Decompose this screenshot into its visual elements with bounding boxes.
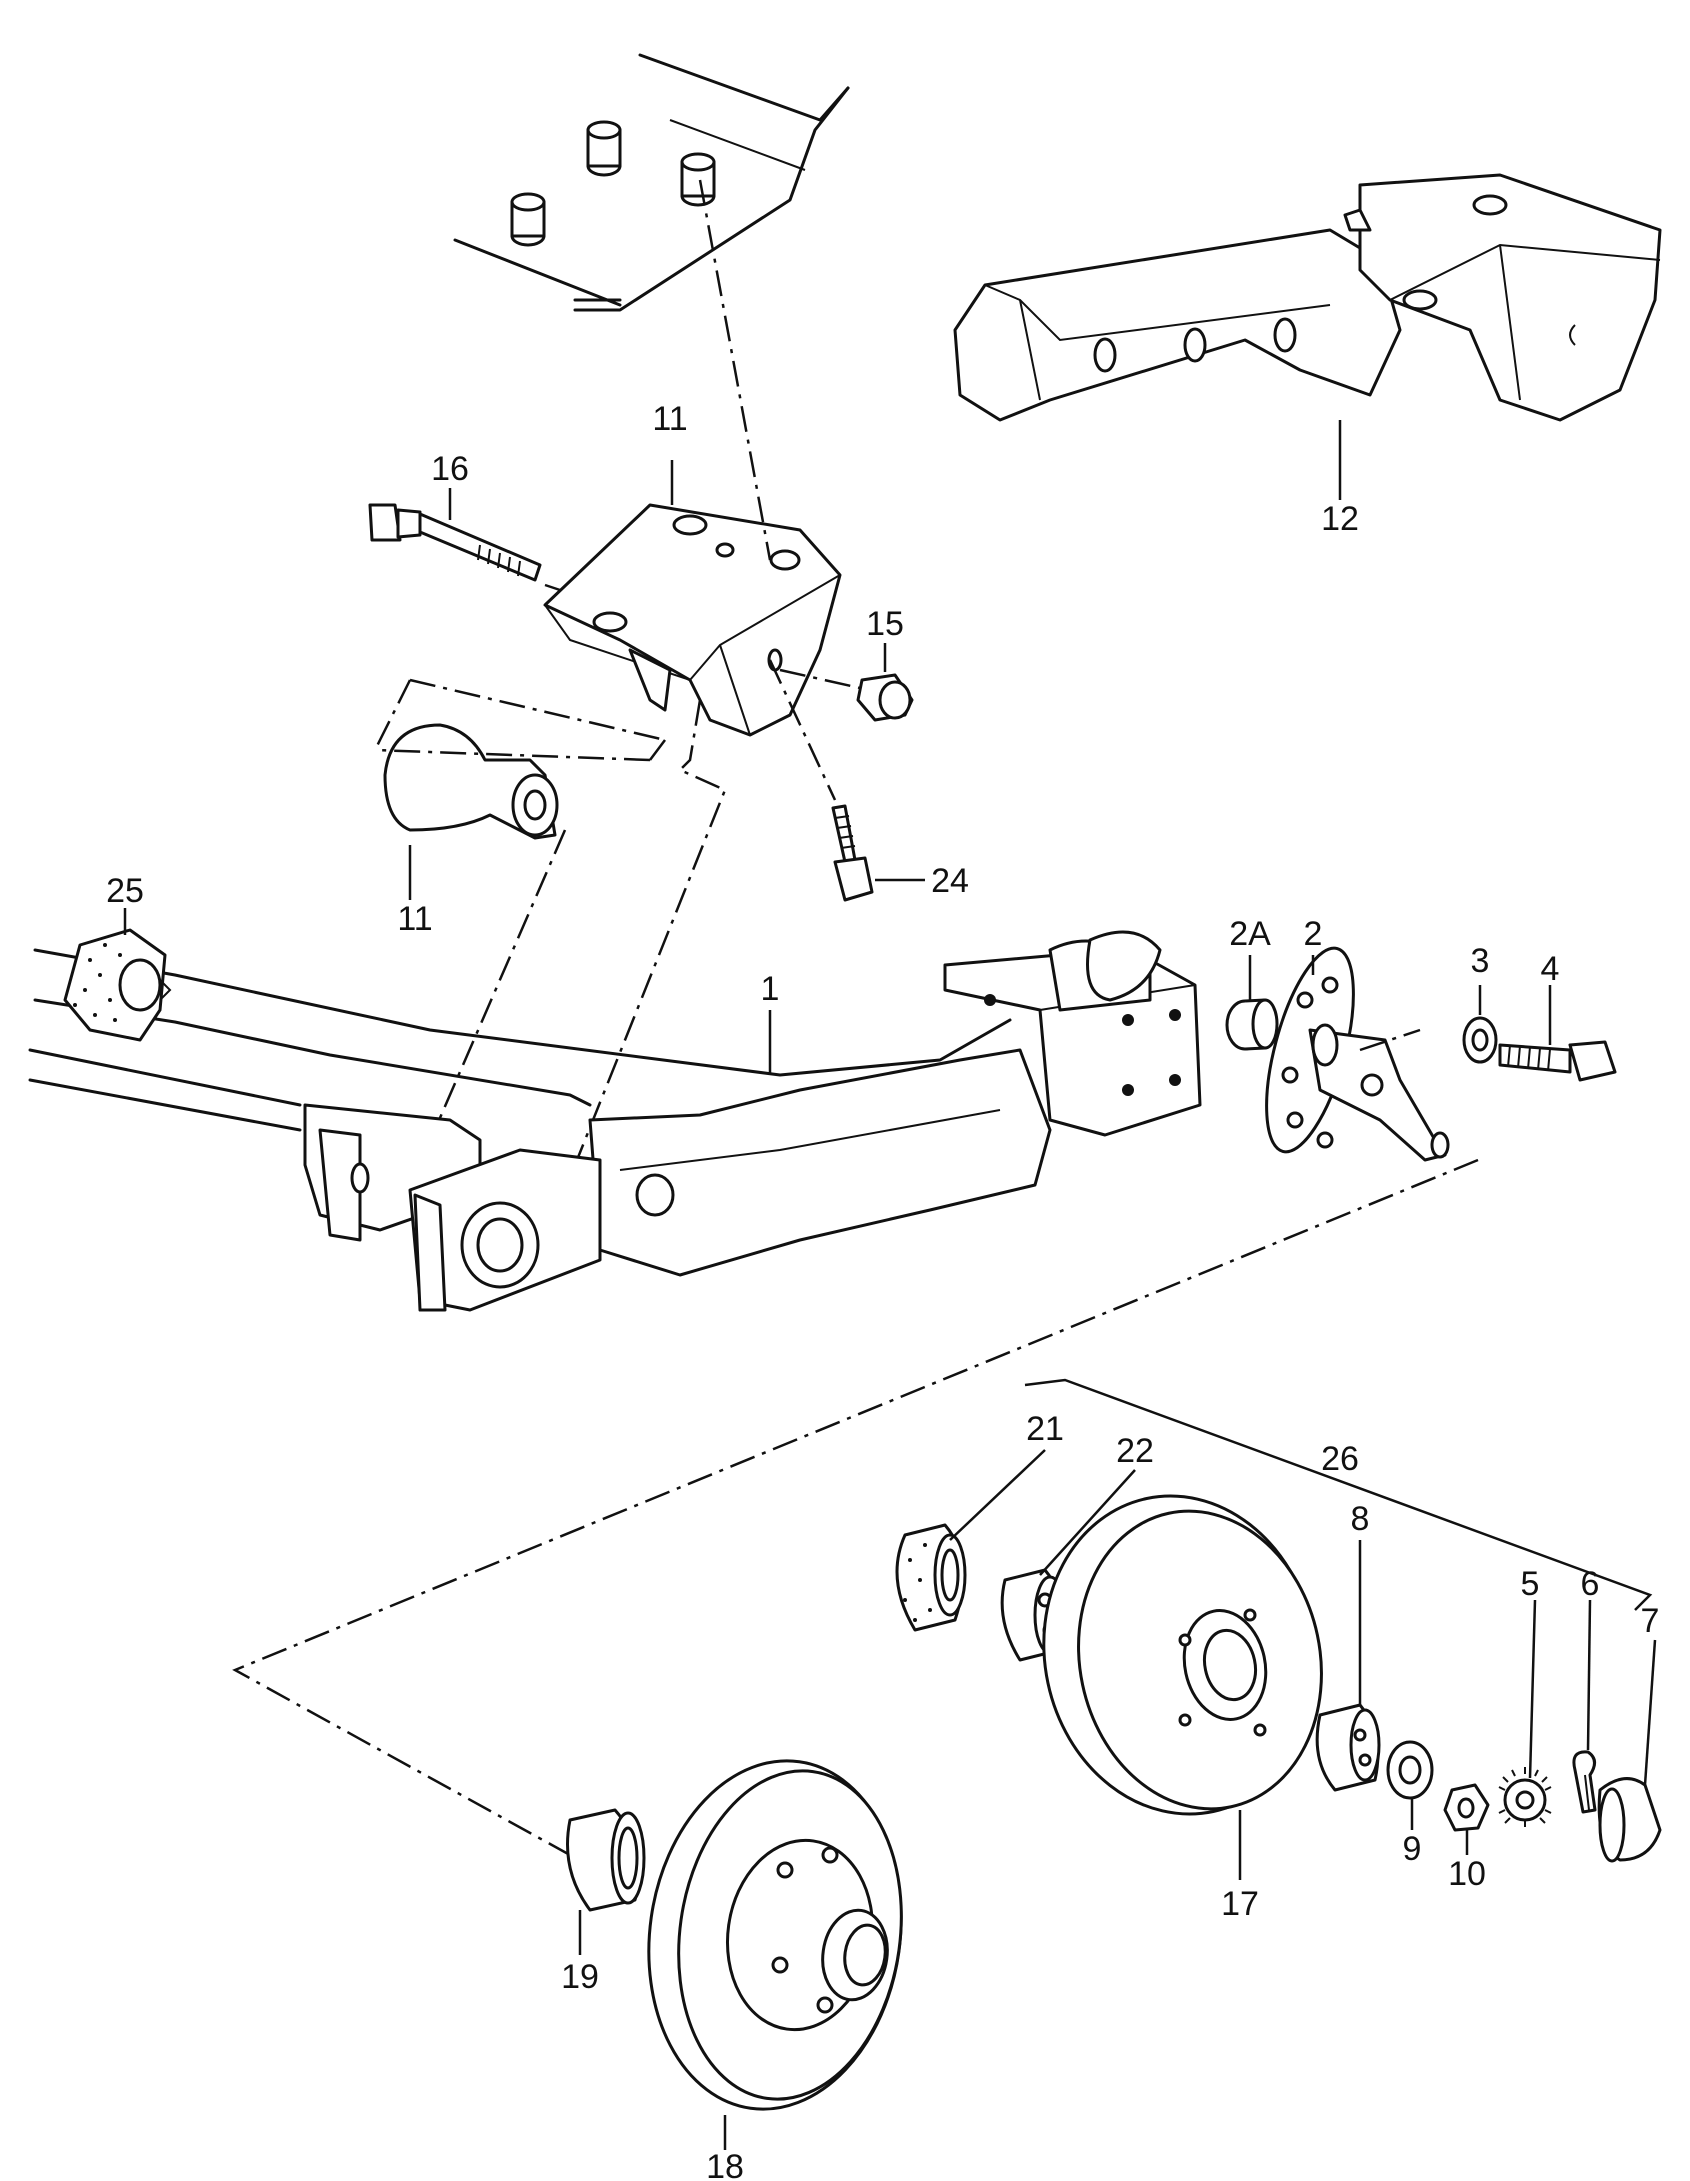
label-part-12: 12: [1321, 500, 1359, 538]
label-part-15: 15: [866, 605, 904, 643]
label-part-4: 4: [1541, 950, 1560, 988]
part-25-bump-stop: [63, 908, 172, 1042]
part-8-bearing: [1315, 1540, 1381, 1792]
label-part-21: 21: [1026, 1410, 1064, 1448]
label-part-22: 22: [1116, 1432, 1154, 1470]
part-19-bearing: [566, 1808, 646, 1955]
part-10-nut: [1443, 1783, 1490, 1855]
label-part-8: 8: [1351, 1500, 1370, 1538]
floor-panel: [453, 53, 850, 312]
label-part-2: 2: [1304, 915, 1323, 953]
label-part-9: 9: [1403, 1830, 1422, 1868]
label-part-11: 11: [397, 900, 432, 938]
part-21-seal: [895, 1449, 1046, 1632]
label-part-19: 19: [561, 1958, 599, 1996]
floor-stud: [510, 192, 546, 247]
part-1-axle-beam: [28, 930, 1202, 1312]
part-6-cotter-pin: [1572, 1599, 1597, 1814]
part-13-mounting-bracket: [543, 460, 842, 737]
part-3-washer: [1462, 985, 1498, 1064]
part-2a-spacer: [1225, 955, 1279, 1051]
wheel-assembly-guide: [232, 1158, 1479, 1857]
part-18-brake-disc: [647, 1759, 903, 2150]
part-4-bolt: [1498, 985, 1617, 1082]
part-12-crossmember: [953, 173, 1662, 500]
assembly-guide-lines: [373, 179, 772, 1266]
part-7-grease-cap: [1597, 1639, 1662, 1863]
label-part-10: 10: [1448, 1855, 1486, 1893]
part-17-brake-drum: [1042, 1494, 1323, 1880]
label-part-24: 24: [931, 862, 969, 900]
part-2-stub-axle: [1265, 946, 1450, 1162]
group-26-bracket: [1024, 1378, 1653, 1611]
label-part-17: 17: [1221, 1885, 1259, 1923]
part-11-bushing: [383, 723, 559, 900]
label-part-6: 6: [1581, 1565, 1600, 1603]
label-part-26: 26: [1321, 1440, 1359, 1478]
label-part-1: 1: [761, 970, 780, 1008]
part-16-bolt: [368, 488, 561, 592]
label-part-16: 16: [431, 450, 469, 488]
part-9-washer: [1386, 1740, 1434, 1830]
floor-stud: [586, 120, 622, 177]
label-part-25: 25: [106, 872, 144, 910]
part-15-nut: [779, 643, 914, 722]
label-part-18: 18: [706, 2148, 744, 2181]
part-5-lock-ring: [1498, 1599, 1552, 1827]
label-part-7: 7: [1641, 1602, 1660, 1640]
floor-stud: [680, 152, 716, 207]
label-part-3: 3: [1471, 942, 1490, 980]
label-part-13: 11: [652, 400, 687, 438]
part-24-bolt: [768, 659, 925, 902]
label-part-5: 5: [1521, 1565, 1540, 1603]
part-labels: 11 16 15 12 11 24 25 1 2A 2 3 4 21 22 26…: [106, 400, 1659, 2181]
label-part-2a: 2A: [1229, 915, 1271, 953]
